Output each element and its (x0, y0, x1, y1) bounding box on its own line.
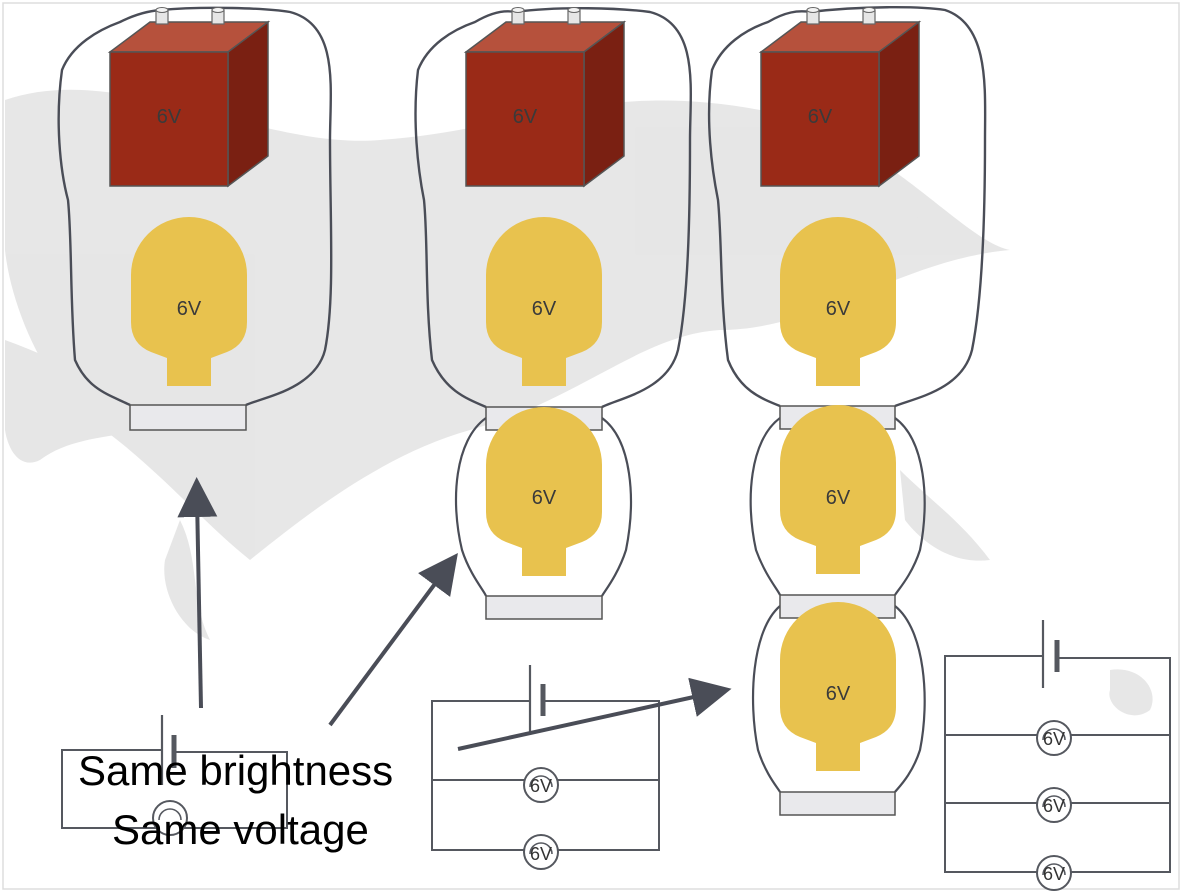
wire-bulb2-shell (454, 417, 633, 597)
battery-label: 6V (513, 106, 538, 128)
bulb-label: 6V (532, 298, 557, 320)
bulb-label: 6V (177, 298, 202, 320)
arrow-icon (457, 677, 732, 751)
arrows (177, 477, 732, 751)
wire-loop-2 (414, 7, 693, 409)
bulb-label: 6V (532, 487, 557, 509)
circuit-three-bulbs: 6V 6V 6V 6V (707, 6, 987, 816)
bulb-base (779, 791, 896, 816)
wire-bulb2-shell (749, 417, 926, 596)
bulb-label: 6V (826, 298, 851, 320)
wire-bulb3-shell (751, 605, 926, 793)
caption-line-2: Same voltage (112, 806, 369, 853)
battery-icon (465, 6, 625, 187)
bulb-base (485, 595, 603, 620)
wire-loop-1 (57, 6, 333, 407)
bulb-label: 6V (826, 487, 851, 509)
bulb-base (129, 404, 247, 431)
schematic-three: 6V 6V 6V (944, 620, 1171, 891)
arrow-icon (328, 552, 458, 727)
battery-label: 6V (808, 106, 833, 128)
lamp-label: 6V (1043, 796, 1065, 816)
schematic-two: 6V 6V (431, 665, 660, 870)
lamp-label: 6V (1043, 729, 1065, 749)
caption-line-1: Same brightness (78, 747, 393, 794)
lamp-label: 6V (1043, 864, 1065, 884)
arrow-icon (177, 477, 218, 709)
lamp-label: 6V (530, 776, 552, 796)
bulb-label: 6V (826, 683, 851, 705)
wire-loop-3 (707, 6, 987, 408)
battery-icon (109, 6, 269, 187)
lamp-label: 6V (530, 844, 552, 864)
battery-label: 6V (157, 106, 182, 128)
battery-icon (760, 6, 920, 187)
circuit-single-bulb: 6V 6V (57, 6, 333, 431)
circuit-two-bulbs: 6V 6V 6V (414, 6, 693, 620)
schematic-single (61, 715, 288, 836)
